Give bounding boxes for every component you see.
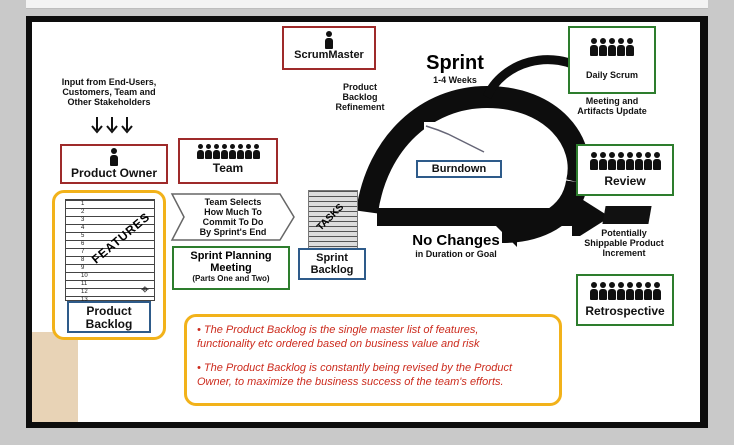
person-icon [616, 282, 625, 300]
person-icon [204, 144, 212, 159]
person-icon [598, 152, 607, 170]
team-label: Team [212, 161, 244, 175]
person-icon [634, 152, 643, 170]
person-icon [652, 152, 661, 170]
person-icon [634, 282, 643, 300]
cursor-icon: ⌖ [141, 281, 149, 297]
person-icon [590, 38, 598, 56]
tasks-sheet [308, 190, 358, 250]
sprint-title: Sprint [426, 52, 484, 74]
product-owner-label: Product Owner [70, 166, 157, 180]
input-label: Input from End-Users,Customers, Team and… [61, 77, 157, 107]
backlog-row-number: 3 [81, 217, 85, 223]
person-icon [598, 282, 607, 300]
person-icon [652, 282, 661, 300]
backlog-row-number: 1 [81, 201, 85, 207]
top-strip [26, 0, 708, 9]
person-icon [589, 282, 598, 300]
scrummaster-box: ScrumMaster [282, 26, 376, 70]
increment-icon [602, 206, 652, 224]
daily-scrum-box: Daily Scrum [568, 26, 656, 94]
person-icon [607, 152, 616, 170]
person-icon [643, 152, 652, 170]
person-icon [228, 144, 236, 159]
no-changes-subtitle: in Duration or Goal [415, 249, 497, 259]
person-icon [599, 38, 607, 56]
note-line: functionality etc ordered based on busin… [197, 338, 480, 350]
person-icon [626, 38, 634, 56]
person-icon [196, 144, 204, 159]
retrospective-label: Retrospective [585, 304, 665, 318]
daily-scrum-title: Daily Scrum [585, 70, 639, 80]
sprint-heading: Sprint 1-4 Weeks [410, 52, 500, 85]
backlog-row-number: 5 [81, 233, 85, 239]
note-line: Owner, to maximize the business success … [197, 376, 504, 388]
retrospective-box: Retrospective [576, 274, 674, 326]
burndown-line [424, 122, 492, 156]
person-icon [625, 152, 634, 170]
backlog-row-number: 4 [81, 225, 85, 231]
backlog-row-number: 7 [81, 249, 85, 255]
backlog-row-number: 8 [81, 257, 85, 263]
scrummaster-icon [325, 31, 333, 49]
person-icon [616, 152, 625, 170]
note-line: • The Product Backlog is the single mast… [197, 324, 479, 336]
person-icon [236, 144, 244, 159]
notes-box: • The Product Backlog is the single mast… [184, 314, 562, 406]
burndown-chart [424, 122, 492, 156]
person-icon [589, 152, 598, 170]
no-changes-title: No Changes [412, 232, 500, 249]
person-icon [617, 38, 625, 56]
backlog-row-number: 11 [81, 281, 88, 287]
tan-corner [32, 332, 78, 422]
person-icon [212, 144, 220, 159]
sprint-duration: 1-4 Weeks [433, 75, 477, 85]
person-icon [220, 144, 228, 159]
person-icon [643, 282, 652, 300]
backlog-row-number: 6 [81, 241, 85, 247]
person-icon [608, 38, 616, 56]
review-label: Review [604, 174, 646, 188]
backlog-row-number: 13 [81, 297, 88, 303]
backlog-row-number: 10 [81, 273, 88, 279]
product-owner-icon [110, 148, 118, 166]
backlog-row-number: 2 [81, 209, 85, 215]
backlog-row-number: 9 [81, 265, 85, 271]
person-icon [625, 282, 634, 300]
person-icon [607, 282, 616, 300]
backlog-list-lines [65, 199, 155, 301]
sprint-planning-subtitle: (Parts One and Two) [192, 274, 270, 283]
product-owner-box: Product Owner [60, 144, 168, 184]
note-line: • The Product Backlog is constantly bein… [197, 362, 513, 374]
burndown-label: Burndown [431, 163, 487, 175]
burndown-box: Burndown [416, 160, 502, 178]
backlog-row-number: 12 [81, 289, 88, 295]
review-box: Review [576, 144, 674, 196]
person-icon [244, 144, 252, 159]
scrummaster-label: ScrumMaster [294, 49, 364, 61]
no-changes: No Changes in Duration or Goal [394, 232, 518, 259]
team-box: Team [178, 138, 278, 184]
person-icon [252, 144, 260, 159]
